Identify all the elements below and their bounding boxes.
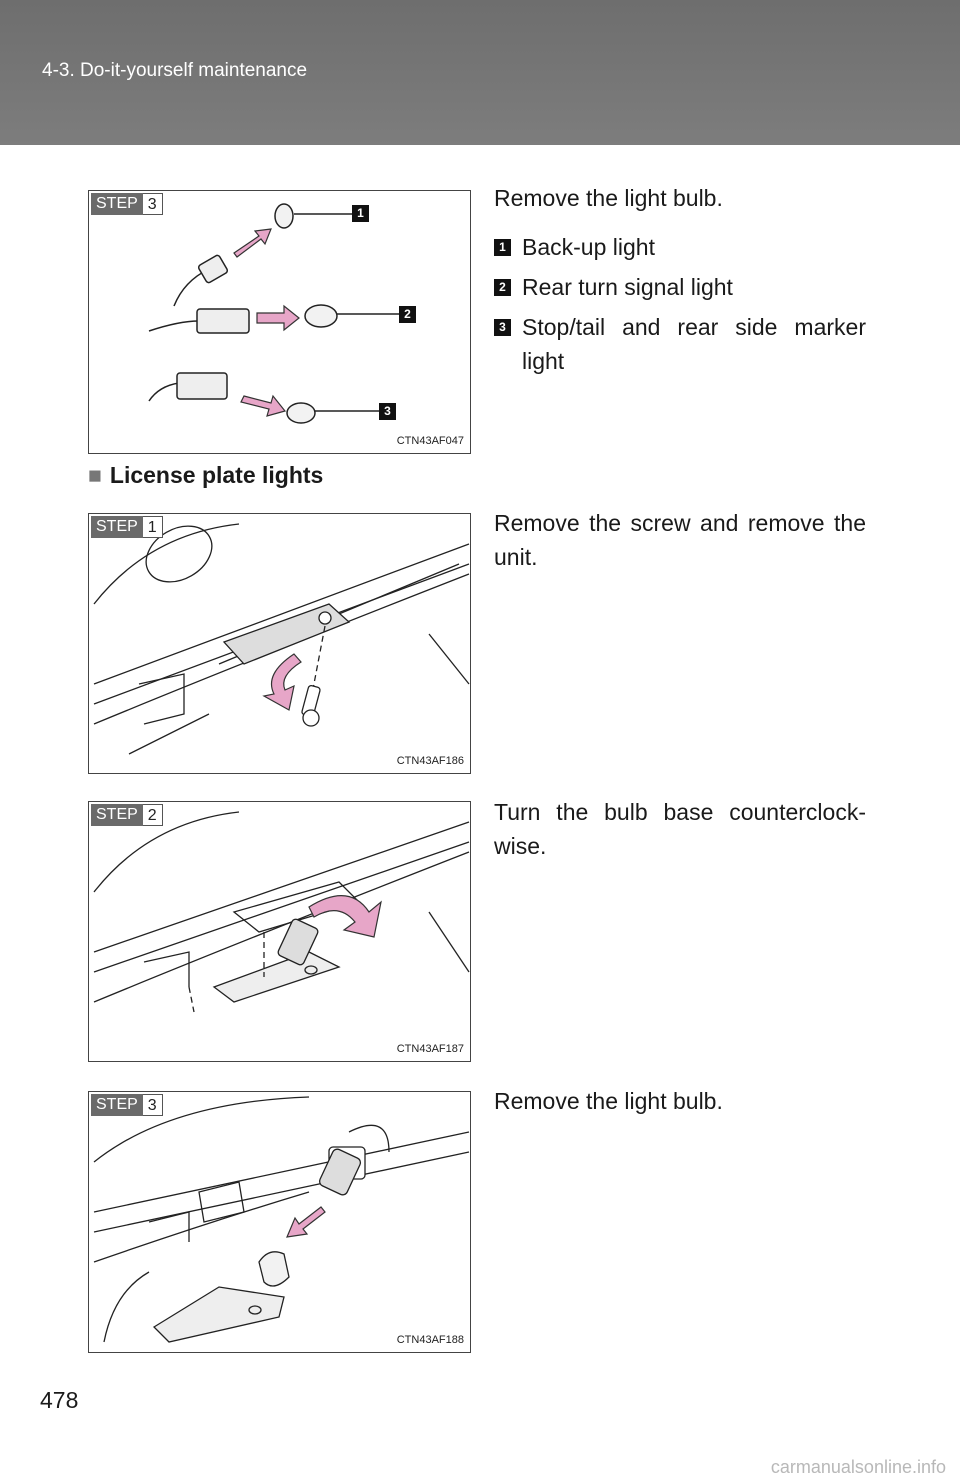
callout-3: 3 xyxy=(379,403,396,420)
list-item-turn-signal: 2 Rear turn signal light xyxy=(494,270,866,304)
step-instruction: Remove the light bulb. xyxy=(494,1088,723,1114)
screw-illustration xyxy=(93,523,470,755)
step-instruction: Remove the light bulb. xyxy=(494,185,723,211)
page-number: 478 xyxy=(40,1387,79,1413)
figure-code: CTN43AF186 xyxy=(396,755,464,767)
step-instruction: Turn the bulb base counterclock-wise. xyxy=(494,799,866,859)
figure-bulbs: STEP 3 1 2 3 CTN43AF047 xyxy=(88,190,471,454)
page-header: 4-3. Do-it-yourself maintenance xyxy=(0,0,960,145)
figure-remove-bulb: STEP 3 CTN43AF188 xyxy=(88,1091,471,1353)
figure-bulb-base: STEP 2 CTN43AF187 xyxy=(88,801,471,1062)
section-heading: ■License plate lights xyxy=(88,462,324,488)
bulb-illustration xyxy=(148,203,399,424)
step-tag: STEP 1 xyxy=(91,516,163,538)
step-instruction: Remove the screw and remove the unit. xyxy=(494,510,866,570)
remove-bulb-illustration xyxy=(93,1096,470,1343)
figure-code: CTN43AF187 xyxy=(396,1043,464,1055)
callout-2: 2 xyxy=(399,306,416,323)
step-tag: STEP 3 xyxy=(91,1094,163,1116)
bulb-base-illustration xyxy=(93,811,470,1013)
step-tag: STEP 3 xyxy=(91,193,163,215)
section-title: 4-3. Do-it-yourself maintenance xyxy=(42,60,308,81)
figure-code: CTN43AF047 xyxy=(396,435,464,447)
list-item-backup: 1 Back-up light xyxy=(494,230,866,264)
callout-1: 1 xyxy=(352,205,369,222)
figure-screw: STEP 1 CTN43AF186 xyxy=(88,513,471,774)
footer-watermark: carmanualsonline.info xyxy=(770,1457,946,1477)
step-tag: STEP 2 xyxy=(91,804,163,826)
list-item-stop-tail: 3 Stop/tail and rear side marker light xyxy=(494,310,866,378)
figure-code: CTN43AF188 xyxy=(396,1334,464,1346)
